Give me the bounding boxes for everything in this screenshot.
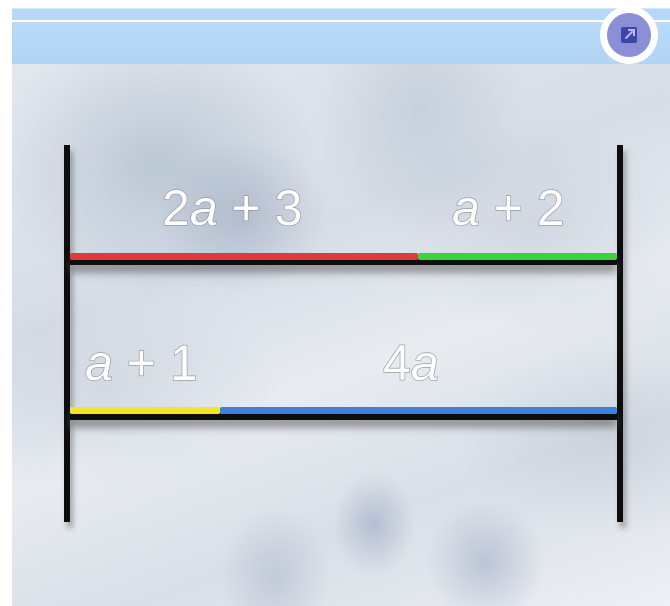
expand-button[interactable] [600, 6, 658, 64]
label-bottom-segment-2: 4a [383, 335, 439, 391]
label-top-segment-1: 2a + 3 [162, 180, 302, 236]
left-boundary-line [64, 145, 70, 522]
top-divider [12, 20, 670, 22]
expand-icon [621, 27, 637, 43]
top-bar-segment-1 [70, 253, 418, 260]
snow-background [12, 64, 670, 606]
top-bar-base [70, 258, 617, 265]
top-bar-segment-2 [418, 253, 617, 260]
bottom-bar [70, 407, 617, 420]
bottom-bar-segment-1 [70, 407, 220, 414]
top-bar [70, 253, 617, 265]
bottom-bar-segment-2 [220, 407, 617, 414]
right-boundary-line [617, 145, 623, 522]
label-top-segment-2: a + 2 [452, 180, 565, 236]
label-bottom-segment-1: a + 1 [85, 335, 198, 391]
figure-header [12, 22, 670, 64]
top-band [12, 8, 670, 21]
expand-icon-circle [607, 13, 651, 57]
bottom-bar-base [70, 413, 617, 420]
